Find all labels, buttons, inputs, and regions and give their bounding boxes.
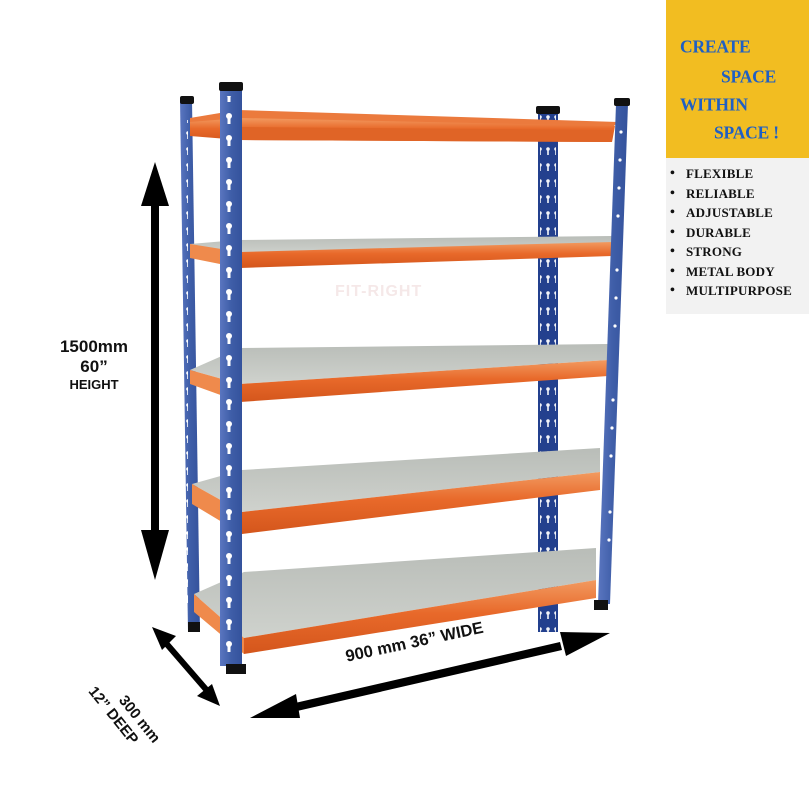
upright-back-left <box>180 96 200 632</box>
height-label: 1500mm 60” HEIGHT <box>44 337 144 394</box>
upright-front-left <box>219 82 246 674</box>
height-inches: 60” <box>80 357 108 376</box>
width-arrow <box>250 632 610 718</box>
slogan-line-1: CREATE <box>680 35 751 57</box>
height-caption: HEIGHT <box>69 377 119 392</box>
shelf-1 <box>190 110 618 142</box>
feature-item: ADJUSTABLE <box>670 203 792 223</box>
depth-arrow <box>152 627 220 706</box>
watermark-logo: FIT-RIGHT <box>335 283 423 300</box>
feature-item: DURABLE <box>670 223 792 243</box>
promo-slogan-box: CREATE SPACE WITHIN SPACE ! <box>666 0 809 158</box>
height-mm: 1500mm <box>59 337 129 356</box>
upright-front-right <box>594 98 630 610</box>
slogan-line-4: SPACE ! <box>714 121 779 143</box>
slogan-line-2: SPACE <box>721 65 777 87</box>
feature-item: FLEXIBLE <box>670 164 792 184</box>
shelf-5 <box>194 548 596 654</box>
promo-panel: CREATE SPACE WITHIN SPACE ! FLEXIBLE REL… <box>666 0 809 314</box>
feature-item: MULTIPURPOSE <box>670 281 792 301</box>
slogan-line-3: WITHIN <box>680 93 748 115</box>
height-arrow <box>141 162 169 580</box>
feature-item: STRONG <box>670 242 792 262</box>
feature-item: RELIABLE <box>670 184 792 204</box>
feature-list: FLEXIBLE RELIABLE ADJUSTABLE DURABLE STR… <box>670 164 792 301</box>
feature-item: METAL BODY <box>670 262 792 282</box>
